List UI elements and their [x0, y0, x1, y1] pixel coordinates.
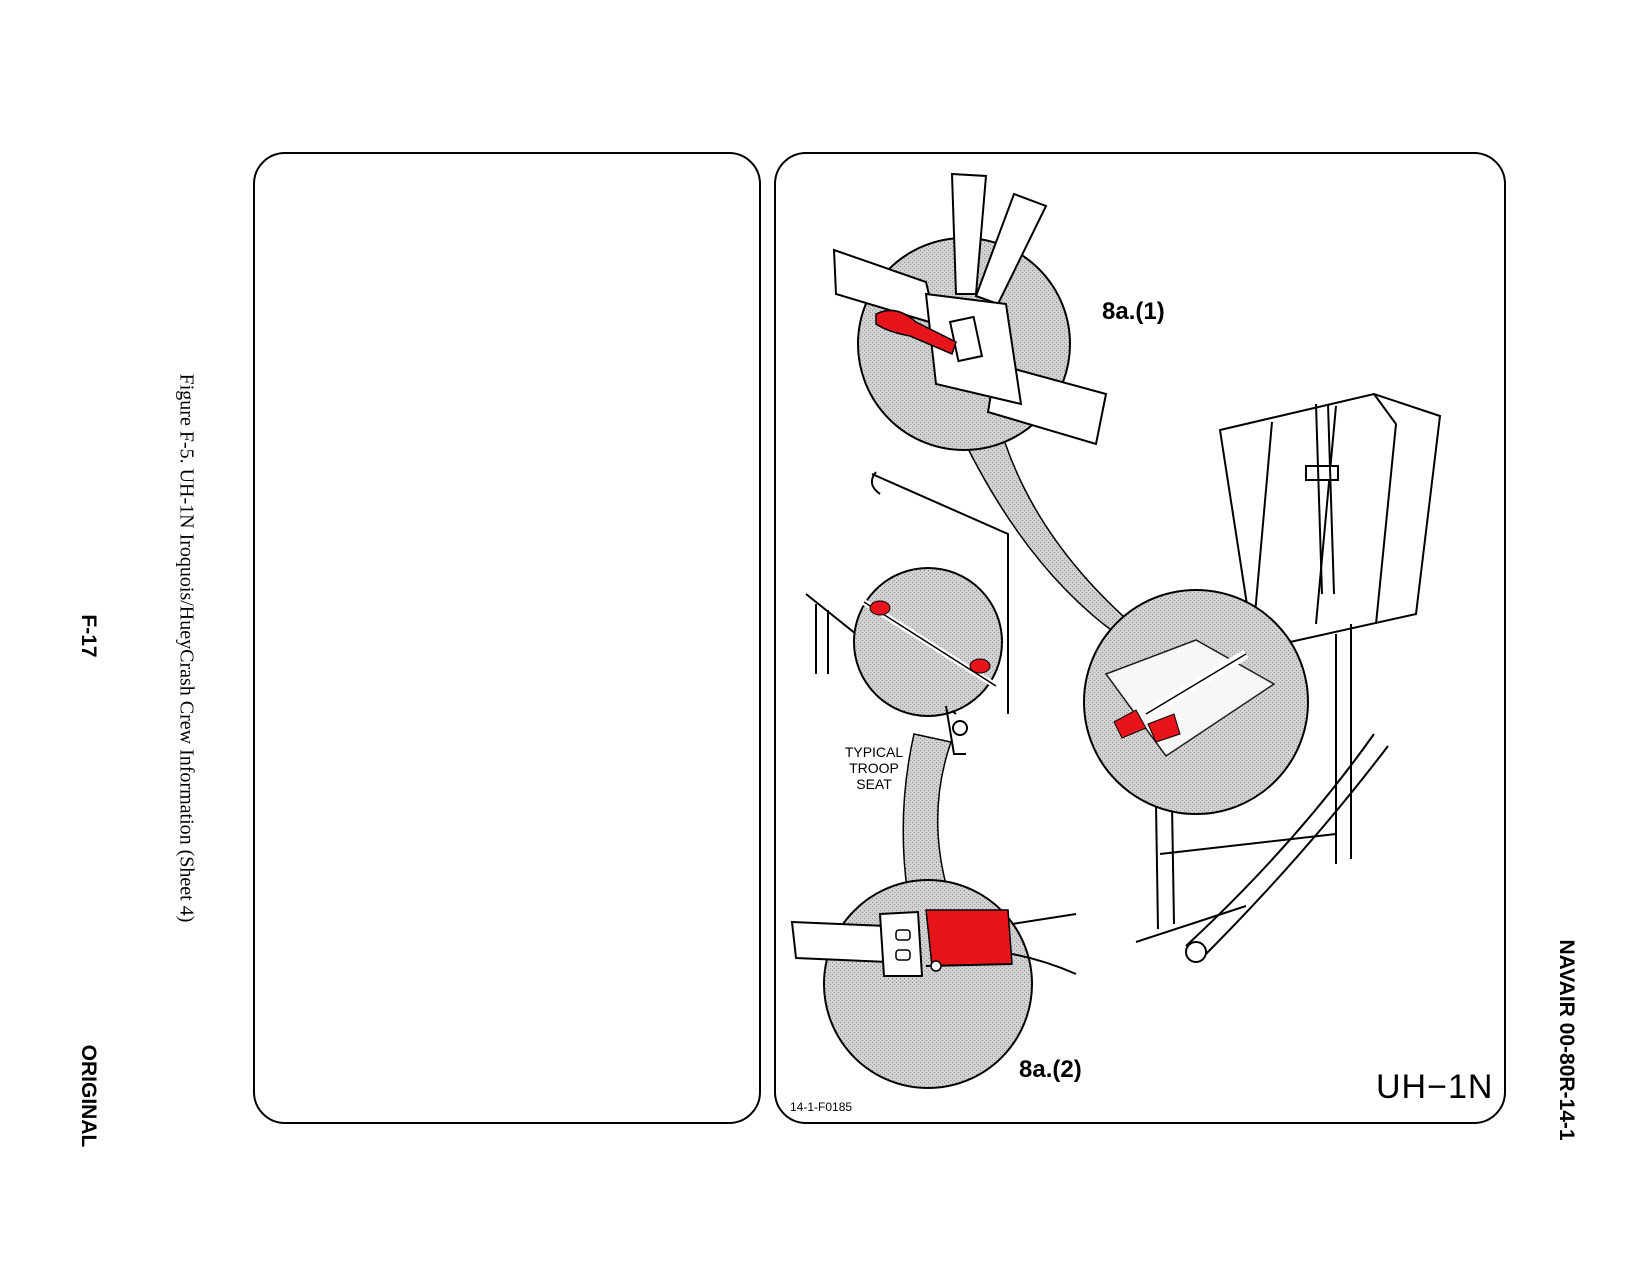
buckle-release-lever-highlight [875, 309, 957, 356]
crew-seat-buckle-detail-circle [1083, 589, 1309, 815]
detail-label-8a2: 8a.(2) [1019, 1056, 1082, 1083]
drawing-id: 14-1-F0185 [790, 1100, 853, 1114]
figure-caption: Figure F-5. UH-1N Iroquois/HueyCrash Cre… [175, 373, 198, 923]
crew-buckle-highlight-1 [1113, 709, 1147, 739]
buckle-detail-circle [832, 172, 1108, 451]
blank-panel [253, 152, 761, 1124]
crew-seat-illustration [790, 172, 1442, 1089]
lift-latch-detail-circle [790, 879, 1077, 1089]
document-number: NAVAIR 00-80R-14-1 [1555, 939, 1578, 1141]
troop-seat-buckle-highlight-2 [969, 658, 991, 674]
troop-seat-detail-circle [805, 471, 1009, 755]
troop-seat-buckle-highlight-1 [869, 600, 891, 616]
lift-latch-highlight [925, 909, 1013, 967]
troop-seat-label: TYPICAL TROOP SEAT [844, 744, 904, 792]
detail-label-8a1: 8a.(1) [1102, 298, 1165, 325]
crew-buckle-highlight-2 [1147, 713, 1181, 743]
edition-label: ORIGINAL [77, 1044, 100, 1148]
page-number: F-17 [77, 614, 100, 658]
aircraft-label: UH−1N [1376, 1068, 1494, 1106]
illustration-panel: 8a.(1) 8a.(2) TYPICAL TROOP SEAT UH−1N 1… [774, 152, 1506, 1124]
